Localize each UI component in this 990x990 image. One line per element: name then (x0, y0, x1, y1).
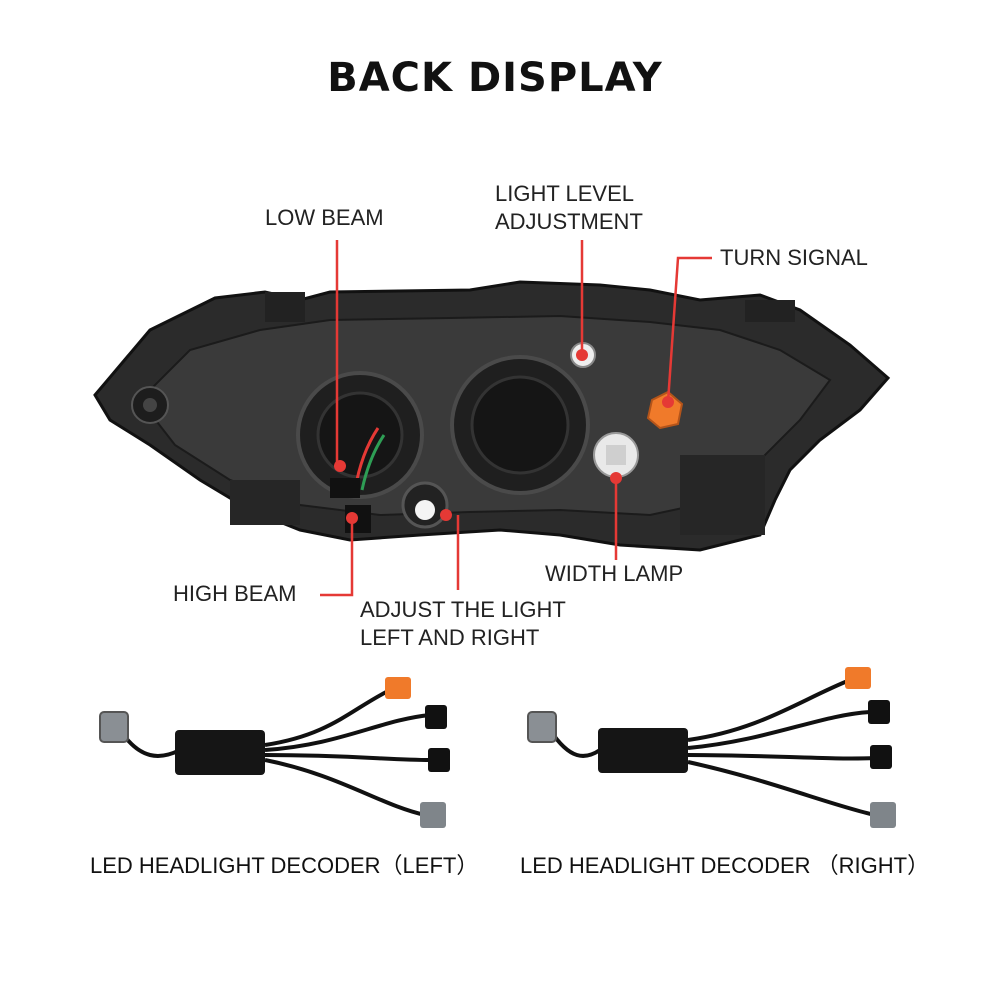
low-beam-connector (330, 478, 360, 498)
high-beam-label: HIGH BEAM (173, 581, 297, 606)
adjust-gear (401, 481, 449, 529)
high-beam-dot (346, 512, 358, 524)
high-beam-callout-line (320, 518, 354, 597)
projector-left (296, 371, 424, 499)
projector-right (450, 355, 590, 495)
light-level-dot (576, 349, 588, 361)
adjust-lr-dot (440, 509, 452, 521)
page-title: BACK DISPLAY (327, 55, 663, 101)
decoder-right (527, 667, 896, 828)
width-lamp-label: WIDTH LAMP (545, 561, 684, 586)
low-beam-dot (334, 460, 346, 472)
turn-signal-callout-line (666, 256, 712, 403)
decoder-right-caption: LED HEADLIGHT DECODER （RIGHT） (520, 853, 930, 878)
turn-signal-dot (662, 396, 674, 408)
decoder-left (99, 677, 450, 828)
low-beam-label: LOW BEAM (265, 205, 384, 230)
decoder-left-caption: LED HEADLIGHT DECODER（LEFT） (90, 853, 479, 878)
turn-signal-label: TURN SIGNAL (720, 245, 868, 270)
width-lamp-socket (593, 432, 639, 478)
width-lamp-dot (610, 472, 622, 484)
light-level-adjustment-label: LIGHT LEVEL ADJUSTMENT (495, 181, 643, 234)
adjust-left-right-label: ADJUST THE LIGHT LEFT AND RIGHT (360, 597, 566, 650)
